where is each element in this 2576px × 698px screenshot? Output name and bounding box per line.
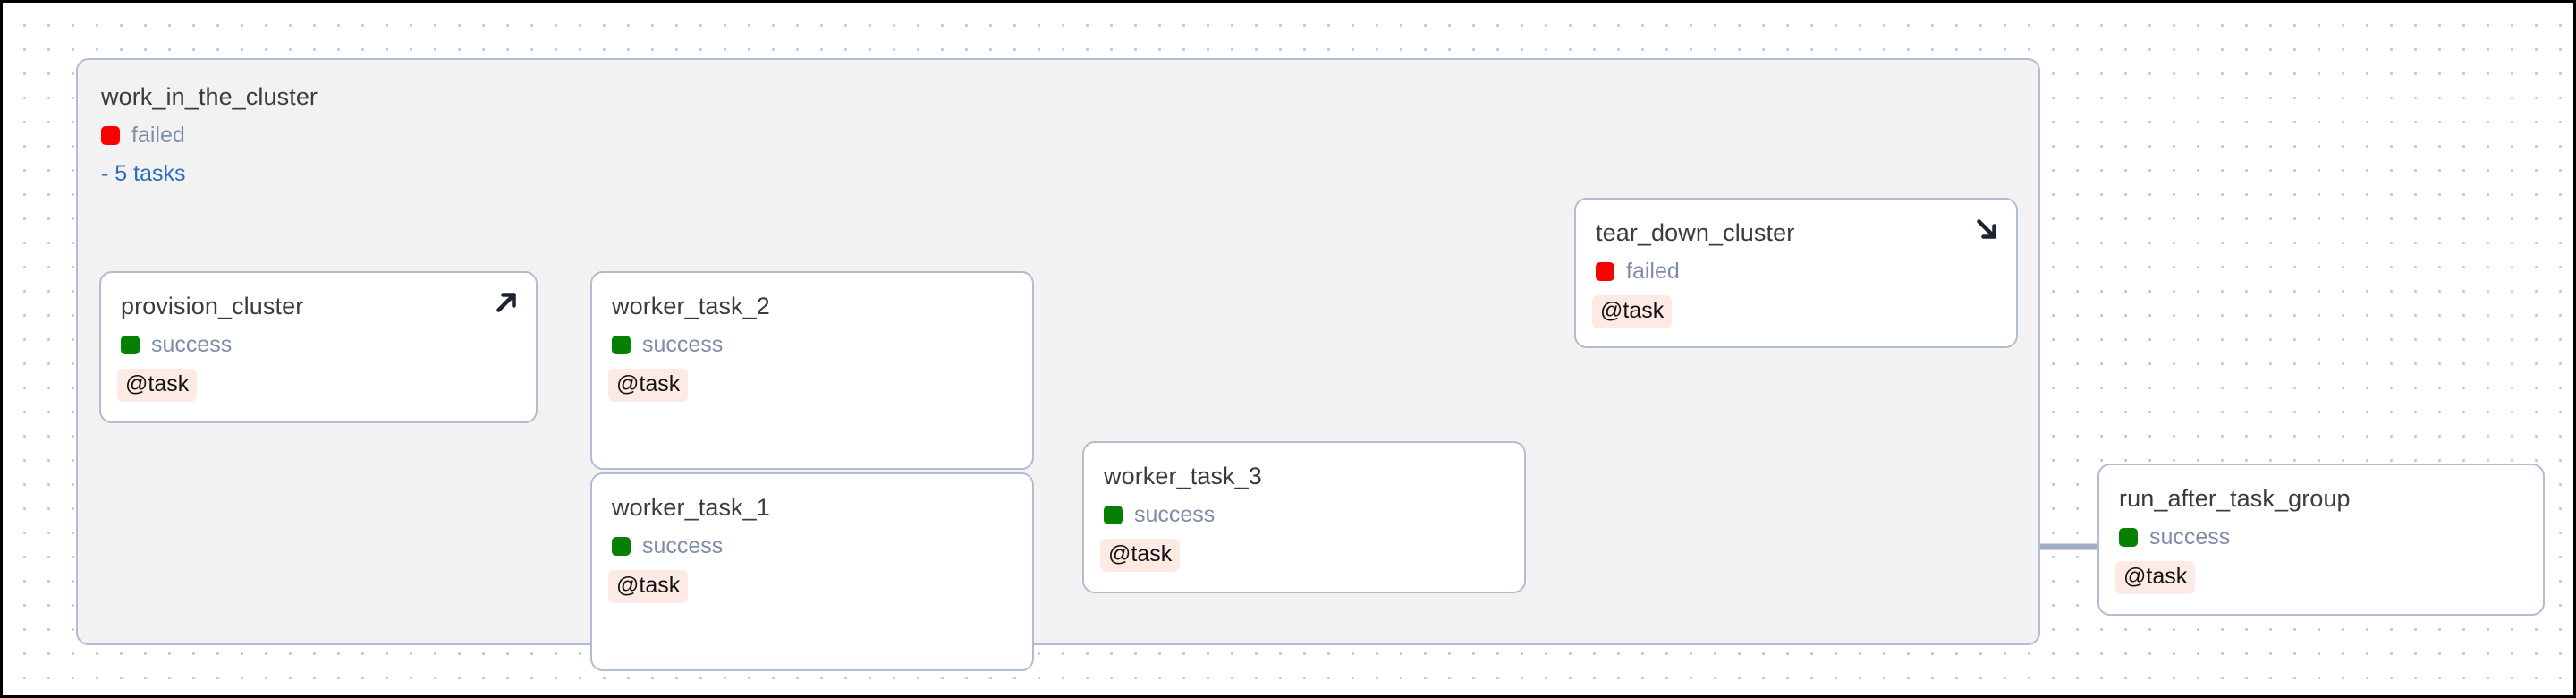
node-status-label: success bbox=[642, 533, 724, 558]
task-group-tasks-toggle[interactable]: - 5 tasks bbox=[101, 161, 186, 186]
status-chip-failed bbox=[101, 126, 120, 145]
arrow-up-right-icon[interactable] bbox=[491, 287, 521, 318]
status-chip-failed bbox=[1596, 262, 1614, 281]
node-operator-badge: @task bbox=[117, 369, 198, 402]
node-status-label: success bbox=[1134, 502, 1216, 527]
node-title: tear_down_cluster bbox=[1596, 219, 1795, 246]
node-title: worker_task_1 bbox=[612, 494, 770, 521]
node-operator-badge: @task bbox=[1592, 295, 1673, 328]
node-operator-badge: @task bbox=[608, 570, 689, 603]
node-title: run_after_task_group bbox=[2119, 485, 2351, 512]
node-run-after-task-group[interactable]: run_after_task_group success @task bbox=[2097, 464, 2545, 616]
operator-label: @task bbox=[117, 369, 198, 402]
operator-label: @task bbox=[1100, 539, 1181, 572]
arrow-down-right-icon[interactable] bbox=[1971, 214, 2002, 244]
node-status: failed bbox=[1596, 259, 1680, 285]
node-provision-cluster[interactable]: provision_cluster success @task bbox=[99, 271, 538, 423]
node-status: success bbox=[612, 332, 723, 358]
status-chip-success bbox=[1104, 506, 1123, 524]
operator-label: @task bbox=[608, 369, 689, 402]
node-status-label: success bbox=[151, 332, 233, 357]
node-status: success bbox=[612, 533, 723, 559]
node-status: success bbox=[121, 332, 232, 358]
node-operator-badge: @task bbox=[1100, 539, 1181, 572]
operator-label: @task bbox=[2115, 561, 2196, 594]
node-status-label: failed bbox=[1626, 259, 1680, 284]
status-chip-success bbox=[2119, 528, 2138, 547]
node-title: worker_task_3 bbox=[1104, 463, 1262, 489]
node-title: worker_task_2 bbox=[612, 293, 770, 319]
node-worker-task-3[interactable]: worker_task_3 success @task bbox=[1082, 441, 1526, 593]
node-worker-task-2[interactable]: worker_task_2 success @task bbox=[590, 271, 1034, 470]
status-chip-success bbox=[121, 336, 140, 354]
node-status-label: success bbox=[642, 332, 724, 357]
operator-label: @task bbox=[1592, 295, 1673, 328]
node-operator-badge: @task bbox=[2115, 561, 2196, 594]
operator-label: @task bbox=[608, 570, 689, 603]
node-status-label: success bbox=[2149, 524, 2231, 549]
task-group-title: work_in_the_cluster bbox=[101, 83, 318, 110]
status-chip-success bbox=[612, 537, 631, 556]
node-tear-down-cluster[interactable]: tear_down_cluster failed @task bbox=[1574, 198, 2018, 348]
task-group-status-label: failed bbox=[131, 123, 185, 148]
node-worker-task-1[interactable]: worker_task_1 success @task bbox=[590, 472, 1034, 671]
node-operator-badge: @task bbox=[608, 369, 689, 402]
node-status: success bbox=[1104, 502, 1215, 528]
task-group-status: failed bbox=[101, 123, 185, 149]
node-status: success bbox=[2119, 524, 2230, 550]
status-chip-success bbox=[612, 336, 631, 354]
node-title: provision_cluster bbox=[121, 293, 304, 319]
